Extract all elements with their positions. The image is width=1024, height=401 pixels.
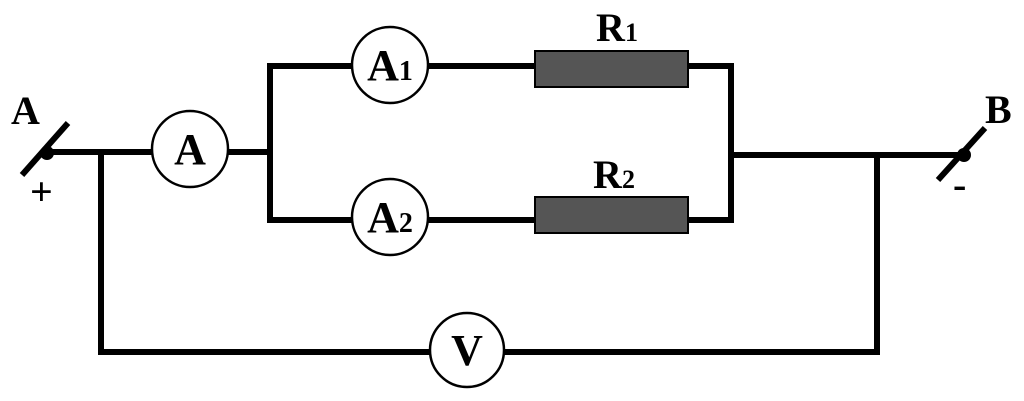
wires xyxy=(47,63,966,355)
ammeter-a1-label: A1 xyxy=(367,41,413,90)
voltmeter-circle xyxy=(428,311,506,389)
ammeter-main-circle xyxy=(150,109,230,189)
ammeter-a2: A2 xyxy=(350,177,430,257)
ammeter-a1-symbol: A xyxy=(367,41,399,90)
ammeter-main: A xyxy=(150,109,230,189)
resistor-r2-body xyxy=(534,196,689,234)
resistor-r1: R1 xyxy=(534,5,689,88)
ammeter-a2-label: A2 xyxy=(367,193,413,242)
resistor-r1-symbol: R xyxy=(596,5,626,50)
terminal-a-dot-icon xyxy=(40,146,54,160)
resistor-r1-body xyxy=(534,50,689,88)
terminal-a-label: A xyxy=(11,88,40,133)
resistor-r2: R2 xyxy=(534,152,689,234)
resistor-r1-sub: 1 xyxy=(625,18,638,47)
terminal-b-sign: - xyxy=(953,162,966,207)
ammeter-a1-circle xyxy=(350,25,430,105)
terminal-a: A + xyxy=(11,88,71,214)
terminal-b-label: B xyxy=(985,87,1012,132)
voltmeter-label: V xyxy=(451,326,483,375)
terminal-b: B - xyxy=(935,87,1012,207)
resistor-r2-symbol: R xyxy=(593,152,623,197)
ammeter-a1: A1 xyxy=(350,25,430,105)
ammeter-a2-sub: 2 xyxy=(399,208,413,239)
ammeter-a2-symbol: A xyxy=(367,193,399,242)
resistor-r2-label: R2 xyxy=(593,152,635,197)
resistor-r1-label: R1 xyxy=(596,5,638,50)
ammeter-main-label: A xyxy=(174,125,206,174)
terminal-b-dot-icon xyxy=(957,148,971,162)
voltmeter: V xyxy=(428,311,506,389)
resistor-r2-sub: 2 xyxy=(622,165,635,194)
terminal-a-sign: + xyxy=(30,169,53,214)
ammeter-a2-circle xyxy=(350,177,430,257)
ammeter-a1-sub: 1 xyxy=(399,56,413,87)
